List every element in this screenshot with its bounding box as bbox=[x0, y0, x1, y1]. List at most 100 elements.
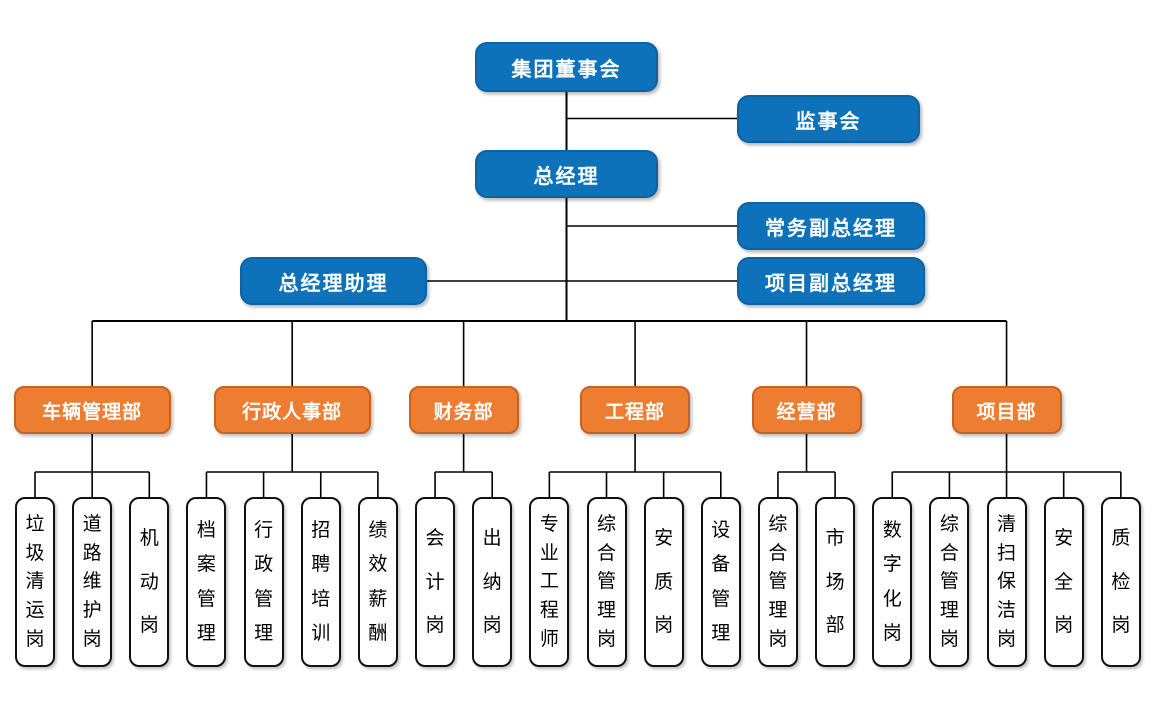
position-char: 理 bbox=[939, 600, 959, 622]
position-box: 综合管理岗 bbox=[929, 497, 970, 667]
node-executive-deputy-gm: 常务副总经理 bbox=[737, 202, 925, 250]
position-char: 会 bbox=[425, 528, 445, 550]
position-char: 市 bbox=[825, 528, 845, 550]
position-char: 政 bbox=[254, 554, 274, 576]
position-box: 专业工程师 bbox=[529, 497, 570, 667]
position-char: 质 bbox=[654, 571, 674, 593]
position-box: 垃圾清运岗 bbox=[15, 497, 55, 667]
position-char: 薪 bbox=[368, 588, 388, 610]
position-box: 数字化岗 bbox=[872, 497, 913, 667]
position-box: 安质岗 bbox=[643, 497, 684, 667]
position-char: 检 bbox=[1111, 571, 1131, 593]
position-char: 扫 bbox=[997, 542, 1017, 564]
department-box-operations: 经营部 bbox=[751, 386, 862, 434]
position-char: 综 bbox=[596, 513, 616, 535]
position-char: 师 bbox=[539, 629, 559, 651]
position-char: 管 bbox=[711, 588, 731, 610]
position-char: 综 bbox=[768, 513, 788, 535]
position-char: 岗 bbox=[939, 629, 959, 651]
position-char: 场 bbox=[825, 571, 845, 593]
position-char: 工 bbox=[539, 571, 559, 593]
department-box-finance: 财务部 bbox=[408, 386, 519, 434]
position-box: 安全岗 bbox=[1043, 497, 1084, 667]
position-char: 岗 bbox=[1111, 614, 1131, 636]
position-char: 合 bbox=[596, 542, 616, 564]
position-char: 管 bbox=[596, 571, 616, 593]
position-char: 岗 bbox=[882, 623, 902, 645]
position-char: 设 bbox=[711, 519, 731, 541]
position-box: 行政管理 bbox=[243, 497, 284, 667]
position-char: 备 bbox=[711, 554, 731, 576]
position-box: 绩效薪酬 bbox=[357, 497, 398, 667]
position-char: 岗 bbox=[482, 614, 502, 636]
position-box: 会计岗 bbox=[415, 497, 456, 667]
position-char: 保 bbox=[997, 571, 1017, 593]
position-char: 案 bbox=[196, 554, 216, 576]
position-char: 理 bbox=[196, 623, 216, 645]
position-char: 垃 bbox=[25, 513, 45, 535]
position-char: 岗 bbox=[997, 629, 1017, 651]
position-char: 护 bbox=[82, 600, 102, 622]
position-char: 理 bbox=[254, 623, 274, 645]
position-char: 清 bbox=[997, 513, 1017, 535]
position-char: 管 bbox=[254, 588, 274, 610]
position-char: 计 bbox=[425, 571, 445, 593]
position-char: 管 bbox=[768, 571, 788, 593]
position-box: 清扫保洁岗 bbox=[986, 497, 1027, 667]
position-char: 理 bbox=[711, 623, 731, 645]
position-char: 路 bbox=[82, 542, 102, 564]
position-char: 化 bbox=[882, 588, 902, 610]
position-box: 质检岗 bbox=[1100, 497, 1141, 667]
position-box: 市场部 bbox=[815, 497, 856, 667]
position-box: 出纳岗 bbox=[472, 497, 513, 667]
position-char: 纳 bbox=[482, 571, 502, 593]
node-gm-assistant: 总经理助理 bbox=[240, 257, 427, 305]
position-char: 酬 bbox=[368, 623, 388, 645]
position-char: 招 bbox=[311, 519, 331, 541]
position-char: 效 bbox=[368, 554, 388, 576]
position-box: 招聘培训 bbox=[300, 497, 341, 667]
position-char: 合 bbox=[768, 542, 788, 564]
position-char: 档 bbox=[196, 519, 216, 541]
position-char: 部 bbox=[825, 614, 845, 636]
position-char: 洁 bbox=[997, 600, 1017, 622]
node-board-of-directors: 集团董事会 bbox=[475, 42, 658, 92]
position-char: 岗 bbox=[596, 629, 616, 651]
node-project-deputy-gm: 项目副总经理 bbox=[737, 257, 925, 305]
position-box: 档案管理 bbox=[186, 497, 227, 667]
department-box-vehicle-management: 车辆管理部 bbox=[13, 386, 171, 434]
department-box-engineering: 工程部 bbox=[580, 386, 691, 434]
position-char: 培 bbox=[311, 588, 331, 610]
department-box-admin-hr: 行政人事部 bbox=[213, 386, 371, 434]
position-char: 安 bbox=[1054, 528, 1074, 550]
position-char: 绩 bbox=[368, 519, 388, 541]
position-char: 岗 bbox=[1054, 614, 1074, 636]
position-char: 岗 bbox=[82, 629, 102, 651]
position-char: 程 bbox=[539, 600, 559, 622]
position-char: 业 bbox=[539, 542, 559, 564]
node-general-manager: 总经理 bbox=[475, 150, 658, 198]
position-char: 运 bbox=[25, 600, 45, 622]
position-char: 综 bbox=[939, 513, 959, 535]
position-char: 理 bbox=[596, 600, 616, 622]
position-box: 道路维护岗 bbox=[72, 497, 113, 667]
position-char: 全 bbox=[1054, 571, 1074, 593]
position-char: 机 bbox=[139, 528, 159, 550]
position-box: 机动岗 bbox=[129, 497, 170, 667]
position-box: 设备管理 bbox=[700, 497, 741, 667]
position-char: 安 bbox=[654, 528, 674, 550]
position-char: 理 bbox=[768, 600, 788, 622]
node-supervisory-board: 监事会 bbox=[737, 95, 920, 143]
position-char: 清 bbox=[25, 571, 45, 593]
position-char: 数 bbox=[882, 519, 902, 541]
position-char: 行 bbox=[254, 519, 274, 541]
position-char: 岗 bbox=[425, 614, 445, 636]
position-char: 圾 bbox=[25, 542, 45, 564]
department-box-project: 项目部 bbox=[951, 386, 1062, 434]
position-char: 动 bbox=[139, 571, 159, 593]
position-char: 道 bbox=[82, 513, 102, 535]
position-char: 维 bbox=[82, 571, 102, 593]
position-char: 岗 bbox=[654, 614, 674, 636]
position-char: 岗 bbox=[25, 629, 45, 651]
